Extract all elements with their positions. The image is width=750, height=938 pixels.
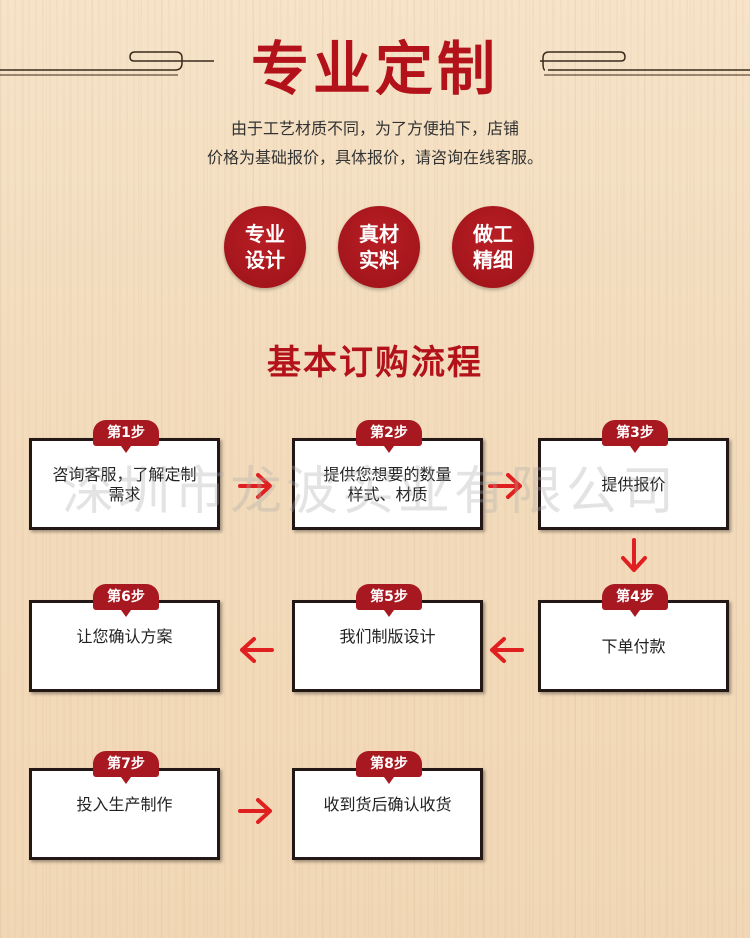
- step-1-text: 咨询客服，了解定制 需求: [32, 465, 217, 505]
- step-text-line: 让您确认方案: [76, 627, 173, 646]
- arrow-down-icon: [621, 538, 647, 572]
- badge-professional-design: 专业 设计: [224, 206, 306, 288]
- badge-genuine-materials: 真材 实料: [338, 206, 420, 288]
- arrow-left-icon: [490, 637, 524, 663]
- badge-line: 真材: [359, 222, 399, 246]
- step-6-box: 让您确认方案: [29, 600, 220, 692]
- badge-line: 实料: [359, 248, 399, 272]
- step-text-line: 样式、材质: [347, 485, 428, 504]
- step-text-line: 提供报价: [601, 475, 666, 494]
- arrow-right-icon: [238, 798, 272, 824]
- arrow-right-icon: [238, 473, 272, 499]
- badge-line: 精细: [473, 248, 513, 272]
- step-5-tag: 第5步: [356, 584, 422, 617]
- step-2-text: 提供您想要的数量 样式、材质: [295, 465, 480, 505]
- badge-line: 设计: [245, 248, 285, 272]
- intro-text: 由于工艺材质不同，为了方便拍下，店铺 价格为基础报价，具体报价，请咨询在线客服。: [0, 114, 750, 172]
- step-6-text: 让您确认方案: [32, 627, 217, 647]
- process-title: 基本订购流程: [267, 343, 483, 383]
- step-1-tag: 第1步: [93, 420, 159, 453]
- step-text-line: 收到货后确认收货: [323, 795, 452, 814]
- step-text-line: 提供您想要的数量: [323, 465, 452, 484]
- step-text-line: 需求: [108, 485, 141, 504]
- step-2-box: 提供您想要的数量 样式、材质: [292, 438, 483, 530]
- step-text-line: 我们制版设计: [339, 627, 436, 646]
- intro-line-2: 价格为基础报价，具体报价，请咨询在线客服。: [206, 148, 543, 167]
- step-7-tag: 第7步: [93, 751, 159, 784]
- arrow-left-icon: [240, 637, 274, 663]
- step-text-line: 投入生产制作: [76, 795, 173, 814]
- page-title: 专业定制: [250, 35, 499, 103]
- step-3-tag: 第3步: [602, 420, 668, 453]
- step-7-text: 投入生产制作: [32, 795, 217, 815]
- step-4-tag: 第4步: [602, 584, 668, 617]
- badge-line: 专业: [245, 222, 285, 246]
- step-5-text: 我们制版设计: [295, 627, 480, 647]
- badge-fine-workmanship: 做工 精细: [452, 206, 534, 288]
- step-8-text: 收到货后确认收货: [295, 795, 480, 815]
- step-6-tag: 第6步: [93, 584, 159, 617]
- step-8-tag: 第8步: [356, 751, 422, 784]
- step-1-box: 咨询客服，了解定制 需求: [29, 438, 220, 530]
- step-text-line: 咨询客服，了解定制: [52, 465, 197, 484]
- title-decoration-left: [0, 51, 214, 76]
- step-4-text: 下单付款: [541, 637, 726, 657]
- intro-line-1: 由于工艺材质不同，为了方便拍下，店铺: [230, 119, 519, 138]
- badge-line: 做工: [473, 222, 513, 246]
- arrow-right-icon: [488, 473, 522, 499]
- step-2-tag: 第2步: [356, 420, 422, 453]
- title-decoration-right: [540, 51, 750, 76]
- step-text-line: 下单付款: [601, 637, 666, 656]
- step-3-text: 提供报价: [541, 475, 726, 495]
